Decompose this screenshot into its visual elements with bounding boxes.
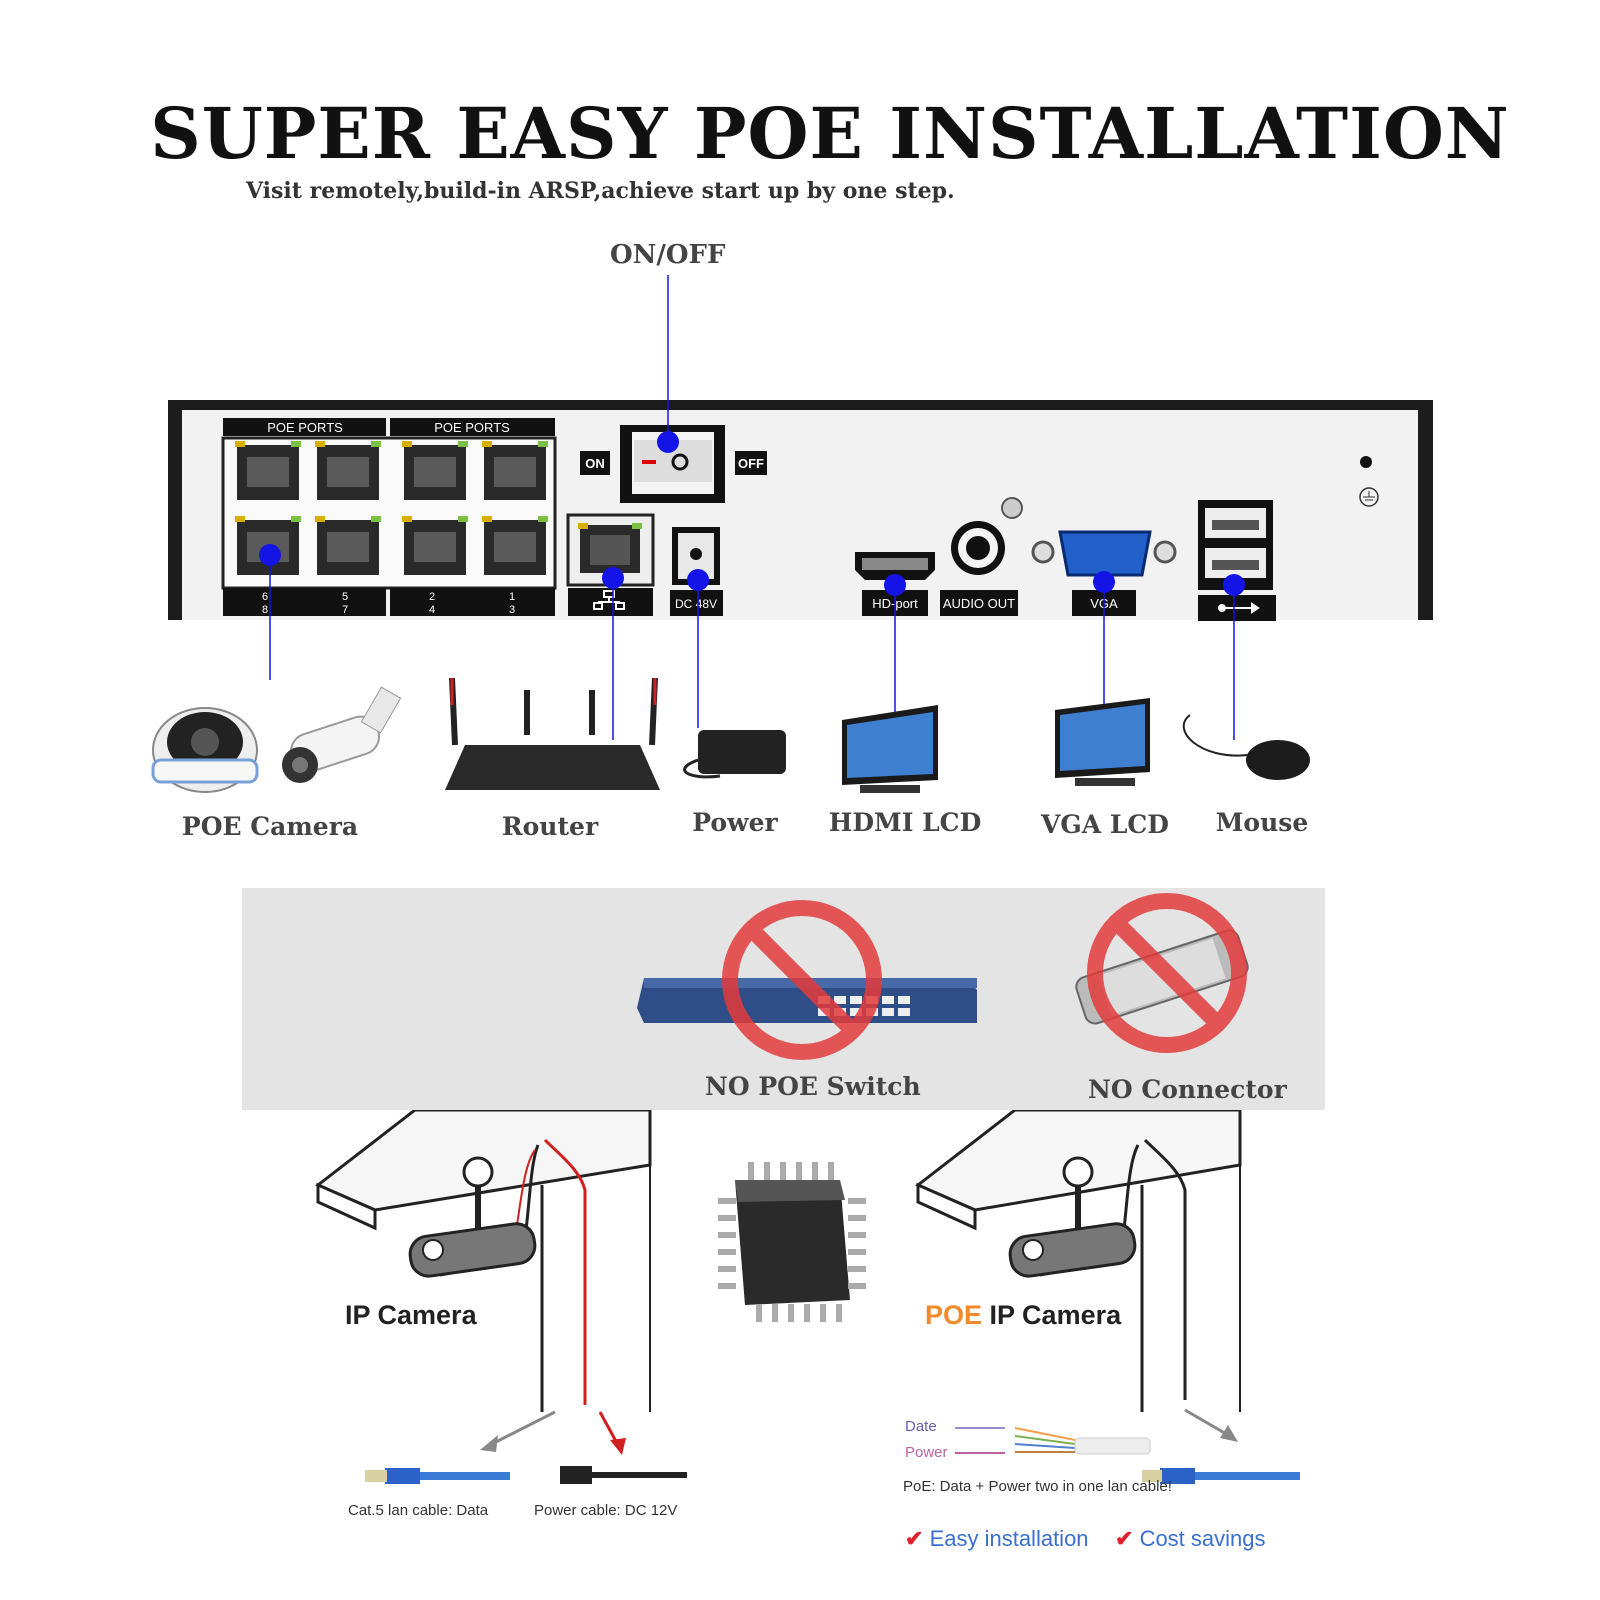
port-number-labels: 6 5 2 1 8 7 4 3 bbox=[262, 591, 515, 616]
chip-pin bbox=[848, 1198, 866, 1204]
port-number-bottom: 8 bbox=[262, 604, 268, 616]
benefit-1-text: Easy installation bbox=[929, 1526, 1089, 1551]
date-wire-label: Date bbox=[905, 1418, 937, 1435]
page-subtitle: Visit remotely,build-in ARSP,achieve sta… bbox=[246, 178, 955, 204]
port-number-bottom: 4 bbox=[429, 604, 435, 616]
chip-pin bbox=[748, 1162, 754, 1180]
chip-pin bbox=[848, 1283, 866, 1289]
restrictions-illustration bbox=[637, 893, 1249, 1060]
ip-camera-title: IP Camera bbox=[345, 1300, 477, 1330]
router-device bbox=[445, 677, 660, 790]
chip-pin bbox=[772, 1304, 778, 1322]
chip-pin bbox=[718, 1249, 736, 1255]
usb-port bbox=[1198, 500, 1276, 621]
chip-pin bbox=[780, 1162, 786, 1180]
twisted-pair-icon bbox=[1014, 1427, 1076, 1453]
ip-camera-illustration bbox=[315, 1110, 687, 1484]
poe-ip-camera-illustration bbox=[915, 1110, 1300, 1484]
chip-pin bbox=[756, 1304, 762, 1322]
chip-pin bbox=[828, 1162, 834, 1180]
chip-pin bbox=[836, 1304, 842, 1322]
chip-pin bbox=[718, 1198, 736, 1204]
chip-pin bbox=[812, 1162, 818, 1180]
chip-pins bbox=[718, 1162, 866, 1322]
benefit-easy-installation: ✔ Easy installation bbox=[905, 1526, 1089, 1552]
poe-group-label-2: POE PORTS bbox=[434, 420, 510, 435]
rj45-port bbox=[315, 516, 381, 575]
hdmi-monitor-device bbox=[842, 705, 938, 793]
benefit-2-text: Cost savings bbox=[1139, 1526, 1266, 1551]
benefit-cost-savings: ✔ Cost savings bbox=[1115, 1526, 1266, 1552]
chip-pin bbox=[848, 1215, 866, 1221]
poe-ip-camera-title: POE IP Camera bbox=[925, 1300, 1121, 1331]
no-sign-icon bbox=[1087, 893, 1247, 1053]
device-label-vga-lcd: VGA LCD bbox=[1040, 810, 1169, 839]
no-poe-switch-label: NO POE Switch bbox=[705, 1072, 921, 1101]
port-number-top: 1 bbox=[509, 591, 515, 603]
poe-port-block: POE PORTS POE PORTS bbox=[221, 418, 557, 616]
poe-note: PoE: Data + Power two in one lan cable! bbox=[903, 1478, 1172, 1495]
chip-pin bbox=[848, 1249, 866, 1255]
port-number-top: 2 bbox=[429, 591, 435, 603]
nvr-diagram: POE PORTS POE PORTS 6 5 2 1 8 7 4 3 bbox=[151, 275, 1433, 793]
usb-icon bbox=[1218, 602, 1260, 614]
switch-callout-label: ON/OFF bbox=[610, 240, 726, 270]
mouse-device bbox=[1182, 714, 1310, 780]
rj45-port bbox=[235, 441, 301, 500]
rj45-port bbox=[482, 441, 548, 500]
page-title: SUPER EASY POE INSTALLATION bbox=[150, 92, 1510, 175]
port-number-top: 5 bbox=[342, 591, 348, 603]
no-connector-label: NO Connector bbox=[1088, 1075, 1287, 1104]
chip-pin bbox=[820, 1304, 826, 1322]
chip-pin bbox=[718, 1232, 736, 1238]
power-wire-label: Power bbox=[905, 1444, 948, 1461]
switch-off-label: OFF bbox=[738, 456, 764, 471]
callout-lines bbox=[269, 275, 1235, 740]
chip-icon bbox=[735, 1180, 850, 1305]
power-cable-caption: Power cable: DC 12V bbox=[534, 1502, 678, 1519]
chip-pin bbox=[848, 1232, 866, 1238]
chip-pin bbox=[718, 1215, 736, 1221]
dc-label: DC 48V bbox=[675, 597, 717, 611]
chip-pin bbox=[764, 1162, 770, 1180]
ground-icon bbox=[1359, 456, 1379, 507]
chip-pin bbox=[796, 1162, 802, 1180]
camera-comparison bbox=[315, 1110, 1300, 1484]
callout-dots bbox=[259, 431, 1245, 596]
rj45-port bbox=[315, 441, 381, 500]
no-sign-icon bbox=[722, 900, 882, 1060]
checkmark-icon: ✔ bbox=[905, 1526, 924, 1551]
lan-cable-caption: Cat.5 lan cable: Data bbox=[348, 1502, 489, 1519]
device-label-mouse: Mouse bbox=[1215, 808, 1309, 837]
device-label-hdmi-lcd: HDMI LCD bbox=[828, 808, 982, 837]
device-label-router: Router bbox=[501, 812, 599, 841]
port-number-top: 6 bbox=[262, 591, 268, 603]
device-label-poe-camera: POE Camera bbox=[181, 812, 359, 841]
vga-monitor-device bbox=[1055, 698, 1150, 786]
chip-pin bbox=[804, 1304, 810, 1322]
chip-pin bbox=[848, 1266, 866, 1272]
port-number-bottom: 7 bbox=[342, 604, 348, 616]
switch-on-label: ON bbox=[585, 456, 605, 471]
rj45-port bbox=[482, 516, 548, 575]
device-label-power: Power bbox=[692, 808, 778, 837]
rj45-port bbox=[402, 516, 468, 575]
audio-port: AUDIO OUT bbox=[940, 497, 1023, 616]
audio-label: AUDIO OUT bbox=[943, 596, 1015, 611]
checkmark-icon: ✔ bbox=[1115, 1526, 1134, 1551]
poe-camera-devices bbox=[151, 686, 402, 793]
chip-pin bbox=[718, 1266, 736, 1272]
network-icon bbox=[593, 590, 625, 610]
poe-accent-text: POE bbox=[925, 1300, 983, 1330]
poe-title-rest: IP Camera bbox=[982, 1300, 1122, 1330]
lan-port bbox=[566, 513, 655, 616]
power-adapter-device bbox=[683, 730, 786, 779]
chip-pin bbox=[718, 1283, 736, 1289]
port-number-bottom: 3 bbox=[509, 604, 515, 616]
poe-group-label-1: POE PORTS bbox=[267, 420, 343, 435]
chip-pin bbox=[788, 1304, 794, 1322]
rj45-port bbox=[402, 441, 468, 500]
